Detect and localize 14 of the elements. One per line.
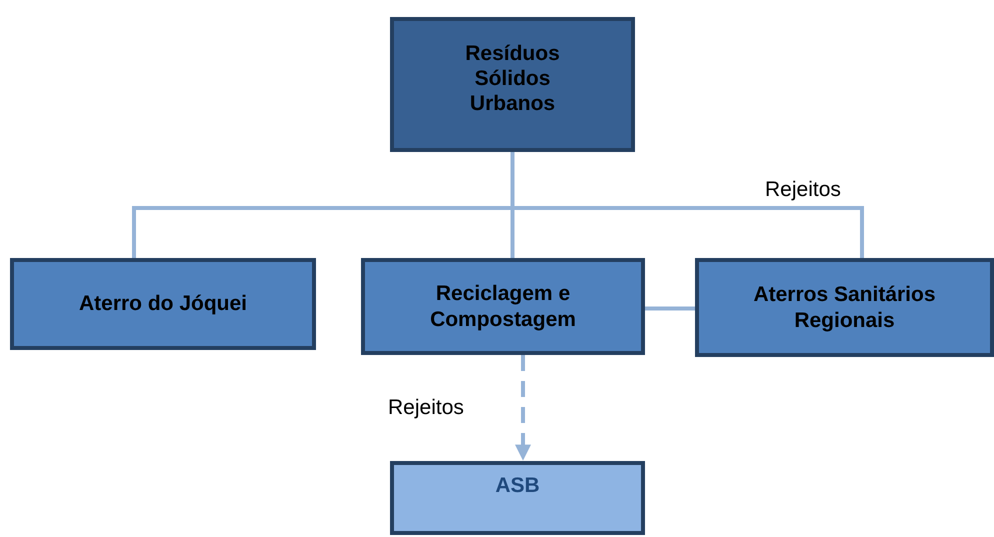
edge-label: Rejeitos [765, 178, 841, 202]
process-box [695, 258, 994, 357]
connector-line [645, 306, 695, 310]
box-label: Aterro do Jóquei [78, 291, 247, 317]
box-label: ASB [495, 473, 540, 498]
process-box [390, 461, 645, 535]
box-label: Reciclagem e Compostagem [429, 281, 577, 332]
box-label: Resíduos Sólidos Urbanos [464, 41, 561, 117]
process-box [361, 258, 645, 355]
edge-label: Rejeitos [388, 396, 464, 420]
dashed-arrow [515, 355, 531, 461]
process-box [390, 17, 635, 152]
process-box [10, 258, 316, 350]
box-label: Aterros Sanitários Regionais [752, 282, 937, 333]
